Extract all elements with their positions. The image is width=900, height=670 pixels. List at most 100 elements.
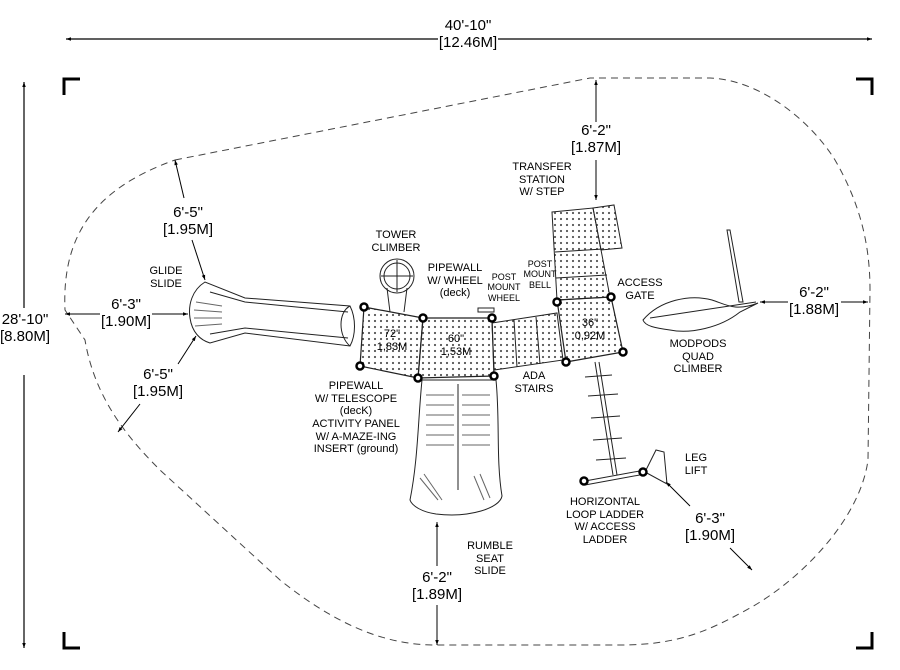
clearance-bottom-metric: [1.89M] bbox=[411, 586, 463, 604]
ada-stairs-shape bbox=[491, 312, 564, 371]
clearance-top-label: 6'-2" [1.87M] bbox=[560, 122, 632, 157]
label-line: POST bbox=[527, 259, 553, 269]
tower-climber-shape bbox=[379, 258, 415, 313]
label-line: MOUNT bbox=[487, 282, 521, 293]
deck-60-metric: 1,53M bbox=[440, 345, 472, 358]
label-line: (deck) bbox=[439, 287, 471, 300]
clearance-bottom-right-line-b bbox=[729, 547, 753, 571]
label-line: STATION bbox=[518, 173, 566, 186]
clearance-right-metric: [1.88M] bbox=[788, 301, 840, 319]
clearance-bottom-right-label: 6'-3" [1.90M] bbox=[674, 510, 746, 545]
deck-60-height: 60" bbox=[447, 333, 465, 345]
equipment bbox=[189, 204, 759, 516]
label-line: SEAT bbox=[476, 552, 504, 565]
clearance-top-metric: [1.87M] bbox=[570, 139, 622, 157]
label-line: PIPEWALL bbox=[427, 262, 483, 274]
label-line: W/ TELESCOPE bbox=[314, 392, 398, 405]
clearance-left-upper-metric: [1.95M] bbox=[162, 221, 214, 239]
deck-36-metric: 0,92M bbox=[574, 329, 606, 342]
deck-posts bbox=[355, 292, 648, 486]
overall-height-metric: [8.80M] bbox=[0, 328, 51, 346]
clearance-top-imperial: 6'-2" bbox=[581, 122, 611, 139]
label-line: LEG bbox=[684, 452, 707, 464]
label-line: BELL bbox=[528, 279, 552, 290]
corner-mark-bottom-left bbox=[62, 632, 80, 650]
overall-width-label: 40'-10" [12.46M] bbox=[428, 17, 508, 52]
clearance-left-lower-line-b bbox=[117, 403, 141, 433]
overall-width-metric: [12.46M] bbox=[438, 34, 498, 52]
label-line: GLIDE bbox=[149, 265, 183, 277]
clearance-left-imperial: 6'-3" bbox=[111, 296, 141, 313]
label-line: W/ STEP bbox=[519, 186, 565, 199]
corner-mark-top-left bbox=[62, 77, 80, 95]
clearance-left-upper-line-a bbox=[174, 159, 185, 199]
label-line: ADA bbox=[522, 370, 546, 382]
overall-height-imperial: 28'-10" bbox=[1, 311, 49, 328]
clearance-left-metric: [1.90M] bbox=[100, 313, 152, 331]
clearance-left-lower-imperial: 6'-5" bbox=[143, 366, 173, 383]
post-mount-wheel-shape bbox=[477, 307, 495, 313]
glide-slide-label: GLIDE SLIDE bbox=[138, 265, 194, 290]
post-mount-wheel-label: POST MOUNT WHEEL bbox=[484, 272, 524, 303]
label-line: WHEEL bbox=[487, 292, 520, 303]
clearance-right-imperial: 6'-2" bbox=[799, 284, 829, 301]
label-line: LADDER bbox=[582, 533, 628, 546]
clearance-bottom-imperial: 6'-2" bbox=[422, 569, 452, 586]
label-line: SLIDE bbox=[150, 277, 182, 290]
horizontal-loop-ladder-label: HORIZONTAL LOOP LADDER W/ ACCESS LADDER bbox=[560, 496, 650, 547]
use-zone-boundary bbox=[64, 77, 871, 646]
deck-36-height: 36" bbox=[581, 317, 599, 329]
label-line: W/ ACCESS bbox=[574, 521, 636, 534]
label-line: QUAD bbox=[682, 350, 714, 363]
label-line: ACCESS bbox=[617, 277, 663, 289]
pipewall-wheel-label: PIPEWALL W/ WHEEL (deck) bbox=[422, 262, 488, 300]
label-line: TOWER bbox=[375, 229, 417, 241]
label-line: MODPODS bbox=[669, 338, 727, 350]
label-line: W/ A-MAZE-ING bbox=[315, 430, 397, 443]
clearance-left-lower-label: 6'-5" [1.95M] bbox=[122, 366, 194, 401]
label-line: RUMBLE bbox=[467, 540, 513, 552]
label-line: POST bbox=[491, 272, 517, 282]
label-line: INSERT (ground) bbox=[313, 443, 399, 456]
clearance-left-upper-label: 6'-5" [1.95M] bbox=[152, 204, 224, 239]
deck-72-height: 72" bbox=[383, 328, 401, 340]
label-line: SLIDE bbox=[474, 565, 506, 578]
overall-dimension-lines bbox=[22, 37, 872, 648]
deck-60-label: 60" 1,53M bbox=[436, 333, 476, 358]
transfer-station-label: TRANSFER STATION W/ STEP bbox=[506, 161, 578, 199]
corner-marks bbox=[62, 77, 874, 650]
clearance-left-lower-line-a bbox=[177, 335, 197, 365]
label-line: LIFT bbox=[684, 464, 708, 477]
clearance-left-lower-metric: [1.95M] bbox=[132, 383, 184, 401]
modpods-quad-climber-shape bbox=[642, 229, 759, 332]
label-line: STAIRS bbox=[514, 382, 554, 395]
deck-72-metric: 1,83M bbox=[376, 340, 408, 353]
corner-mark-bottom-right bbox=[856, 632, 874, 650]
label-line: GATE bbox=[625, 289, 655, 302]
corner-mark-top-right bbox=[856, 77, 874, 95]
ada-stairs-label: ADA STAIRS bbox=[508, 370, 560, 395]
rumble-seat-slide-shape bbox=[409, 379, 503, 516]
clearance-left-label: 6'-3" [1.90M] bbox=[90, 296, 162, 331]
transfer-step-shape bbox=[592, 204, 623, 251]
glide-slide-shape bbox=[189, 281, 355, 347]
clearance-left-upper-line-b bbox=[191, 239, 206, 281]
rumble-seat-slide-label: RUMBLE SEAT SLIDE bbox=[462, 540, 518, 578]
label-line: (decK) bbox=[339, 405, 373, 418]
clearance-left-upper-imperial: 6'-5" bbox=[173, 204, 203, 221]
leg-lift-shape bbox=[644, 449, 668, 485]
tower-climber-label: TOWER CLIMBER bbox=[364, 229, 428, 254]
label-line: LOOP LADDER bbox=[565, 508, 645, 521]
label-line: ACTIVITY PANEL bbox=[312, 417, 400, 430]
label-line: CLIMBER bbox=[371, 241, 421, 254]
deck-36-label: 36" 0,92M bbox=[570, 317, 610, 342]
clearance-bottom-right-line-a bbox=[665, 481, 691, 507]
clearance-dimension-lines bbox=[65, 80, 868, 645]
label-line: MOUNT bbox=[523, 269, 557, 280]
label-line: HORIZONTAL bbox=[569, 496, 641, 508]
access-gate-label: ACCESS GATE bbox=[612, 277, 668, 302]
overall-width-imperial: 40'-10" bbox=[444, 17, 492, 34]
label-line: TRANSFER bbox=[512, 161, 572, 173]
post-mount-bell-label: POST MOUNT BELL bbox=[522, 259, 558, 290]
label-line: CLIMBER bbox=[673, 363, 723, 376]
